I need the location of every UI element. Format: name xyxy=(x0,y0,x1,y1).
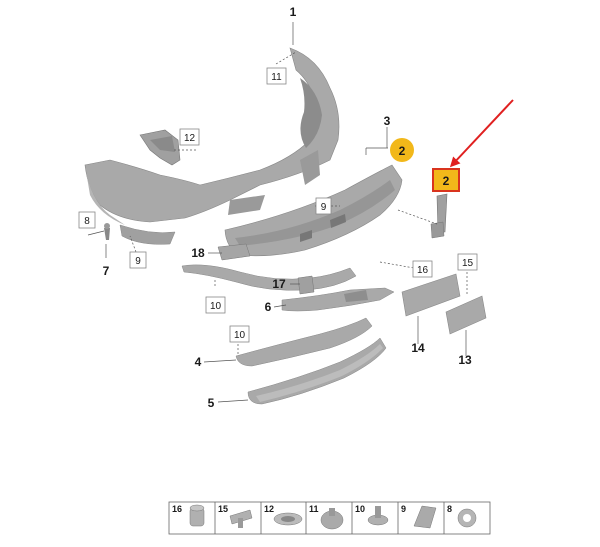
boxed-label-10-upper[interactable]: 10 xyxy=(205,296,226,314)
bumper-cover-part-1[interactable] xyxy=(84,47,340,245)
svg-text:10: 10 xyxy=(355,504,365,514)
callout-13[interactable]: 13 xyxy=(458,353,472,367)
svg-text:16: 16 xyxy=(417,265,429,276)
strip-part-6[interactable] xyxy=(281,287,395,312)
legend-cell-9[interactable]: 9 xyxy=(401,504,437,529)
callout-17[interactable]: 17 xyxy=(272,277,286,291)
spoiler-part-5[interactable] xyxy=(247,337,387,405)
svg-text:12: 12 xyxy=(184,133,196,144)
screw-part-7[interactable] xyxy=(104,223,110,240)
boxed-label-15[interactable]: 15 xyxy=(457,253,478,271)
boxed-label-9-mid[interactable]: 9 xyxy=(315,197,332,215)
red-arrow xyxy=(449,99,514,168)
strip-part-10-upper[interactable] xyxy=(181,264,357,291)
legend-cell-11[interactable]: 11 xyxy=(309,504,344,530)
svg-text:15: 15 xyxy=(218,504,228,514)
callout-4[interactable]: 4 xyxy=(195,355,202,369)
svg-text:10: 10 xyxy=(234,330,246,341)
diffuser-part-4[interactable] xyxy=(235,317,373,367)
bracket-part-18[interactable] xyxy=(217,243,251,261)
svg-text:16: 16 xyxy=(172,504,182,514)
callout-2-circle[interactable]: 2 xyxy=(399,144,406,158)
clip-part-2[interactable] xyxy=(430,193,448,239)
svg-text:11: 11 xyxy=(271,72,282,83)
svg-text:8: 8 xyxy=(447,504,452,514)
boxed-label-11[interactable]: 11 xyxy=(266,67,287,85)
boxed-label-9-left[interactable]: 9 xyxy=(129,251,147,269)
legend-cell-16[interactable]: 16 xyxy=(172,504,205,527)
svg-text:9: 9 xyxy=(401,504,406,514)
legend-cell-10[interactable]: 10 xyxy=(355,504,389,526)
clip-part-17[interactable] xyxy=(297,275,315,295)
fastener-legend: 16 15 12 11 10 9 8 xyxy=(168,501,491,535)
svg-text:15: 15 xyxy=(462,258,474,269)
callout-14[interactable]: 14 xyxy=(411,341,425,355)
svg-text:9: 9 xyxy=(135,256,141,267)
svg-text:10: 10 xyxy=(210,301,222,312)
svg-text:12: 12 xyxy=(264,504,274,514)
bracket-part-12[interactable] xyxy=(139,129,181,166)
boxed-label-8[interactable]: 8 xyxy=(78,211,96,229)
legend-cell-15[interactable]: 15 xyxy=(218,504,253,528)
legend-cell-8[interactable]: 8 xyxy=(447,504,477,528)
svg-text:11: 11 xyxy=(309,504,319,514)
callout-1[interactable]: 1 xyxy=(290,5,297,19)
callout-6[interactable]: 6 xyxy=(265,300,272,314)
callout-18[interactable]: 18 xyxy=(191,246,205,260)
plate-bracket-part-14[interactable] xyxy=(401,273,461,317)
legend-cell-12[interactable]: 12 xyxy=(264,504,303,526)
boxed-label-10-lower[interactable]: 10 xyxy=(229,325,250,343)
svg-text:8: 8 xyxy=(84,216,90,227)
boxed-label-16[interactable]: 16 xyxy=(412,260,433,278)
svg-text:9: 9 xyxy=(321,202,327,213)
boxed-label-12[interactable]: 12 xyxy=(179,128,200,146)
highlight-circle[interactable] xyxy=(390,138,414,162)
plate-holder-part-13[interactable] xyxy=(445,295,487,335)
callout-5[interactable]: 5 xyxy=(208,396,215,410)
selected-callout-box[interactable] xyxy=(432,168,460,192)
callout-2-selected[interactable]: 2 xyxy=(443,174,450,188)
callout-3[interactable]: 3 xyxy=(384,114,391,128)
callout-7[interactable]: 7 xyxy=(103,264,110,278)
